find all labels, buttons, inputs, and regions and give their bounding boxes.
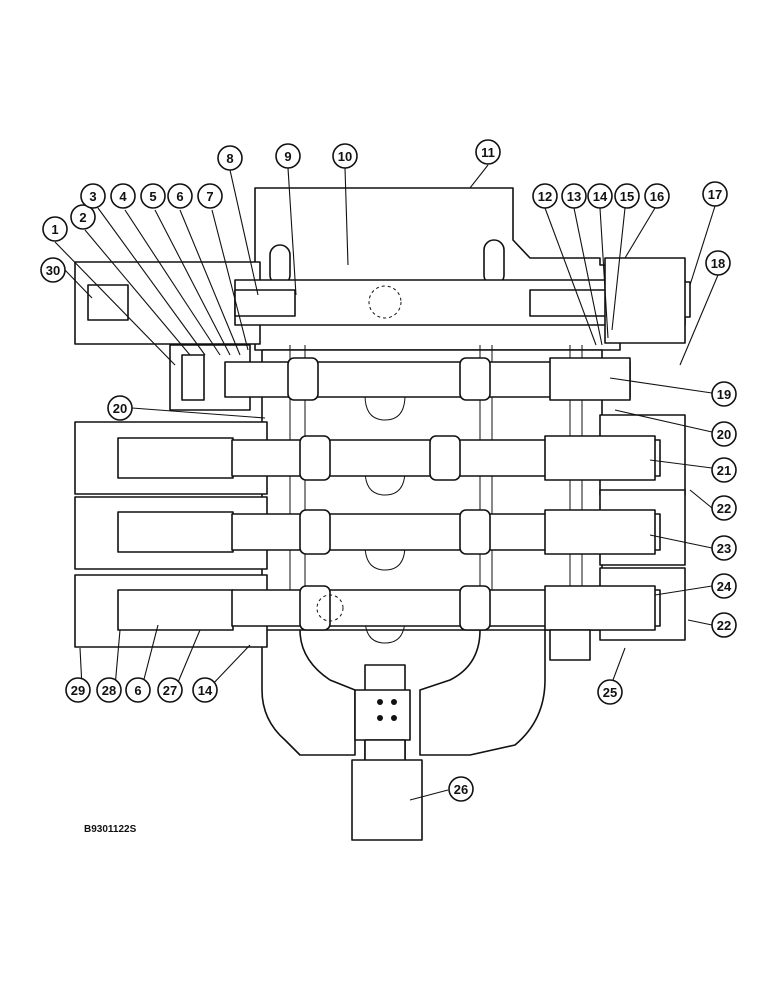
spool-row-4	[74, 567, 686, 661]
svg-text:9: 9	[284, 149, 291, 164]
svg-text:15: 15	[620, 189, 634, 204]
svg-text:22: 22	[717, 618, 731, 633]
svg-text:7: 7	[206, 189, 213, 204]
callout-24: 24	[711, 573, 737, 599]
callout-7: 7	[197, 183, 223, 209]
svg-text:6: 6	[176, 189, 183, 204]
callout-13: 13	[561, 183, 587, 209]
callout-1: 1	[42, 216, 68, 242]
callout-27: 27	[157, 677, 183, 703]
svg-text:18: 18	[711, 256, 725, 271]
callout-14-bottom: 14	[192, 677, 218, 703]
callout-29: 29	[65, 677, 91, 703]
leader-lines	[54, 164, 719, 801]
callout-21: 21	[711, 457, 737, 483]
svg-text:11: 11	[481, 145, 495, 160]
svg-text:14: 14	[593, 189, 608, 204]
svg-text:23: 23	[717, 541, 731, 556]
svg-text:28: 28	[102, 683, 116, 698]
callout-25: 25	[597, 679, 623, 705]
svg-text:17: 17	[708, 187, 722, 202]
drawing-code: B9301122S	[84, 824, 137, 835]
svg-text:24: 24	[717, 579, 732, 594]
svg-text:13: 13	[567, 189, 581, 204]
callout-9: 9	[275, 143, 301, 169]
callout-23: 23	[711, 535, 737, 561]
callout-26: 26	[448, 776, 474, 802]
callout-8: 8	[217, 145, 243, 171]
svg-text:10: 10	[338, 149, 352, 164]
callout-6-bottom: 6	[125, 677, 151, 703]
svg-text:22: 22	[717, 501, 731, 516]
spool-row-3	[74, 489, 686, 570]
svg-text:27: 27	[163, 683, 177, 698]
spool-row-2	[74, 414, 686, 496]
svg-text:29: 29	[71, 683, 85, 698]
callout-2: 2	[70, 204, 96, 230]
svg-text:3: 3	[89, 189, 96, 204]
callout-28: 28	[96, 677, 122, 703]
svg-text:6: 6	[134, 683, 141, 698]
callout-12: 12	[532, 183, 558, 209]
callout-19: 19	[711, 381, 737, 407]
svg-text:14: 14	[198, 683, 213, 698]
svg-text:8: 8	[226, 151, 233, 166]
svg-text:20: 20	[717, 427, 731, 442]
callout-20-left: 20	[107, 395, 133, 421]
callout-22-top: 22	[711, 495, 737, 521]
svg-text:19: 19	[717, 387, 731, 402]
callout-15: 15	[614, 183, 640, 209]
svg-text:5: 5	[149, 189, 156, 204]
callout-10: 10	[332, 143, 358, 169]
svg-text:30: 30	[46, 263, 60, 278]
svg-text:20: 20	[113, 401, 127, 416]
svg-text:1: 1	[51, 222, 58, 237]
callout-14: 14	[587, 183, 613, 209]
svg-text:4: 4	[119, 189, 127, 204]
callout-11: 11	[475, 139, 501, 165]
callout-5: 5	[140, 183, 166, 209]
callout-18: 18	[705, 250, 731, 276]
svg-text:2: 2	[79, 210, 86, 225]
callout-16: 16	[644, 183, 670, 209]
svg-text:12: 12	[538, 189, 552, 204]
callout-20-right: 20	[711, 421, 737, 447]
callout-3: 3	[80, 183, 106, 209]
svg-text:21: 21	[717, 463, 731, 478]
callout-6: 6	[167, 183, 193, 209]
callout-30: 30	[40, 257, 66, 283]
callout-22-bottom: 22	[711, 612, 737, 638]
svg-text:26: 26	[454, 782, 468, 797]
bottom-port-fitting	[351, 664, 423, 841]
svg-text:25: 25	[603, 685, 617, 700]
svg-text:16: 16	[650, 189, 664, 204]
callout-17: 17	[702, 181, 728, 207]
callouts: 1 2 3 4 5 6 7 8 9 10 11 12 13 14 15 16 1…	[40, 139, 737, 802]
spool-row-1	[169, 344, 631, 411]
callout-4: 4	[110, 183, 136, 209]
